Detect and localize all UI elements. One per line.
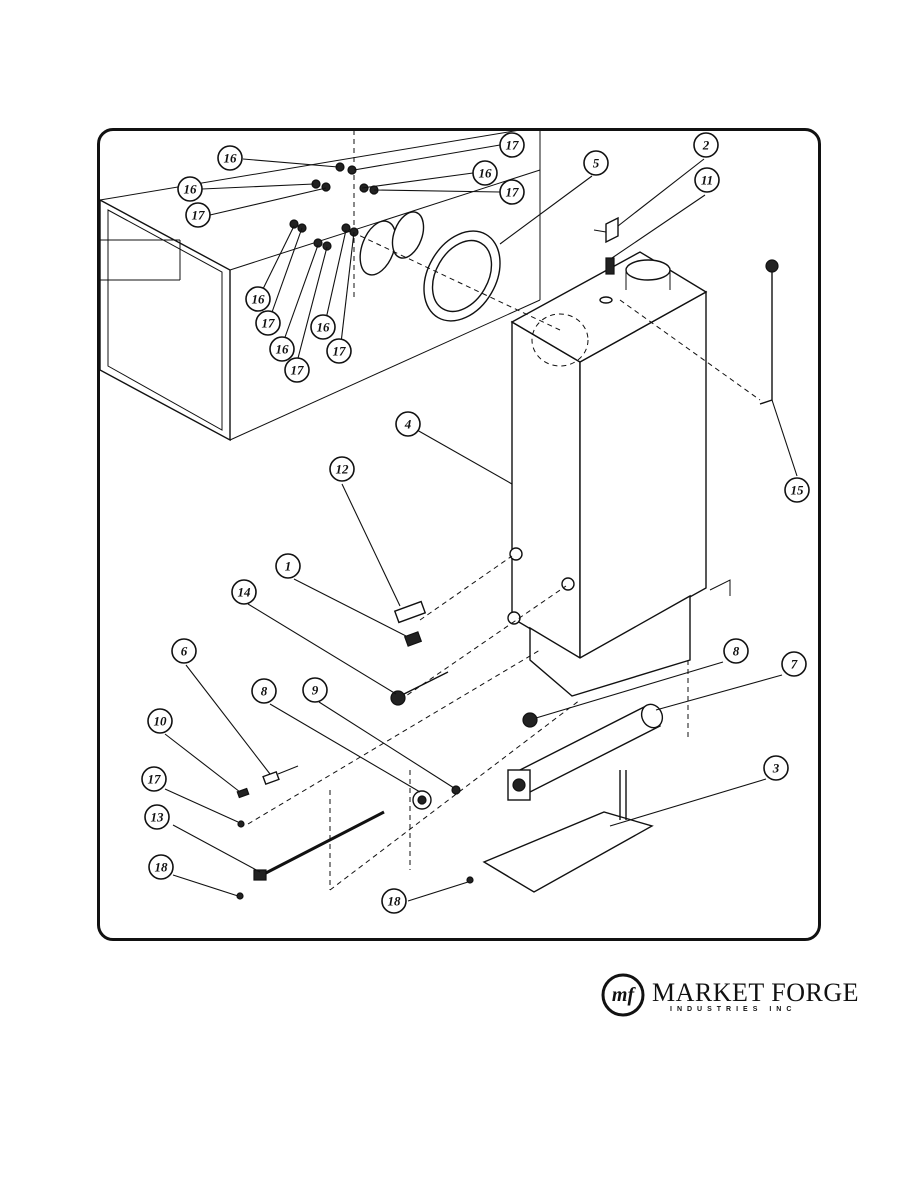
probe-rod-part [759, 259, 779, 405]
callout-13: 13 [144, 804, 170, 830]
svg-text:12: 12 [336, 462, 350, 477]
callout-8: 8 [723, 638, 749, 664]
gasket-plates [359, 211, 425, 276]
svg-text:4: 4 [404, 417, 412, 432]
tray-part [482, 770, 654, 893]
callout-1: 1 [275, 553, 301, 579]
callout-16: 16 [177, 176, 203, 202]
callout-9: 9 [302, 677, 328, 703]
svg-text:17: 17 [506, 138, 520, 153]
callout-6: 6 [171, 638, 197, 664]
svg-text:1: 1 [285, 559, 292, 574]
callout-4: 4 [395, 411, 421, 437]
callout-17: 17 [141, 766, 167, 792]
callout-18: 18 [381, 888, 407, 914]
nut-part-upper [522, 712, 538, 728]
elbow-part [403, 631, 423, 647]
callout-16: 16 [217, 145, 243, 171]
brand-subtitle: INDUSTRIES INC [670, 1006, 797, 1013]
fitting-part [605, 257, 615, 275]
callout-16: 16 [269, 336, 295, 362]
heater-element-part [507, 703, 664, 801]
svg-text:18: 18 [388, 894, 402, 909]
long-rod-part [253, 810, 385, 881]
svg-text:17: 17 [148, 772, 162, 787]
svg-text:16: 16 [224, 151, 238, 166]
svg-text:14: 14 [238, 585, 252, 600]
tank-body [507, 251, 731, 697]
callout-17: 17 [499, 132, 525, 158]
svg-text:5: 5 [593, 156, 600, 171]
svg-text:8: 8 [733, 644, 740, 659]
svg-text:17: 17 [192, 208, 206, 223]
small-fittings [236, 765, 299, 799]
nut-part-lower [412, 790, 432, 810]
diagram-frame [97, 128, 821, 941]
sensor-part [393, 600, 427, 624]
svg-text:17: 17 [291, 363, 305, 378]
mf-logo-icon: mf [601, 973, 645, 1017]
callout-17: 17 [255, 310, 281, 336]
callout-7: 7 [781, 651, 807, 677]
svg-text:16: 16 [252, 292, 266, 307]
svg-text:17: 17 [506, 185, 520, 200]
callout-5: 5 [583, 150, 609, 176]
callout-17: 17 [499, 179, 525, 205]
callout-18: 18 [148, 854, 174, 880]
svg-text:18: 18 [155, 860, 169, 875]
svg-text:6: 6 [181, 644, 188, 659]
svg-text:8: 8 [261, 684, 268, 699]
small-screws [236, 820, 474, 900]
callout-16: 16 [472, 160, 498, 186]
svg-text:16: 16 [184, 182, 198, 197]
svg-text:mf: mf [612, 984, 637, 1006]
callout-10: 10 [147, 708, 173, 734]
callout-17: 17 [185, 202, 211, 228]
svg-text:3: 3 [772, 761, 780, 776]
brand-name: MARKET FORGE [652, 978, 860, 1007]
flange-ring-part [423, 230, 501, 322]
thermostat-probe-part [390, 671, 449, 706]
svg-text:17: 17 [333, 344, 347, 359]
svg-text:16: 16 [276, 342, 290, 357]
svg-text:2: 2 [702, 138, 710, 153]
svg-text:16: 16 [479, 166, 493, 181]
svg-text:17: 17 [262, 316, 276, 331]
callout-8: 8 [251, 678, 277, 704]
svg-text:11: 11 [701, 173, 713, 188]
svg-text:9: 9 [312, 683, 319, 698]
leader-lines [164, 144, 798, 902]
callout-3: 3 [763, 755, 789, 781]
callout-15: 15 [784, 477, 810, 503]
callout-2: 2 [693, 132, 719, 158]
market-forge-logo: mf MARKET FORGE INDUSTRIES INC [600, 972, 859, 1020]
callouts: 16 17 16 16 17 17 16 17 16 17 16 17 5 2 … [141, 132, 810, 914]
callout-11: 11 [694, 167, 720, 193]
bolt-part [593, 216, 619, 244]
callout-12: 12 [329, 456, 355, 482]
svg-text:15: 15 [791, 483, 805, 498]
svg-text:13: 13 [151, 810, 165, 825]
callout-16: 16 [310, 314, 336, 340]
callout-17: 17 [326, 338, 352, 364]
callout-14: 14 [231, 579, 257, 605]
callout-17: 17 [284, 357, 310, 383]
svg-text:10: 10 [154, 714, 168, 729]
svg-text:16: 16 [317, 320, 331, 335]
assembly-guide-lines [247, 231, 761, 891]
callout-16: 16 [245, 286, 271, 312]
svg-text:7: 7 [791, 657, 798, 672]
